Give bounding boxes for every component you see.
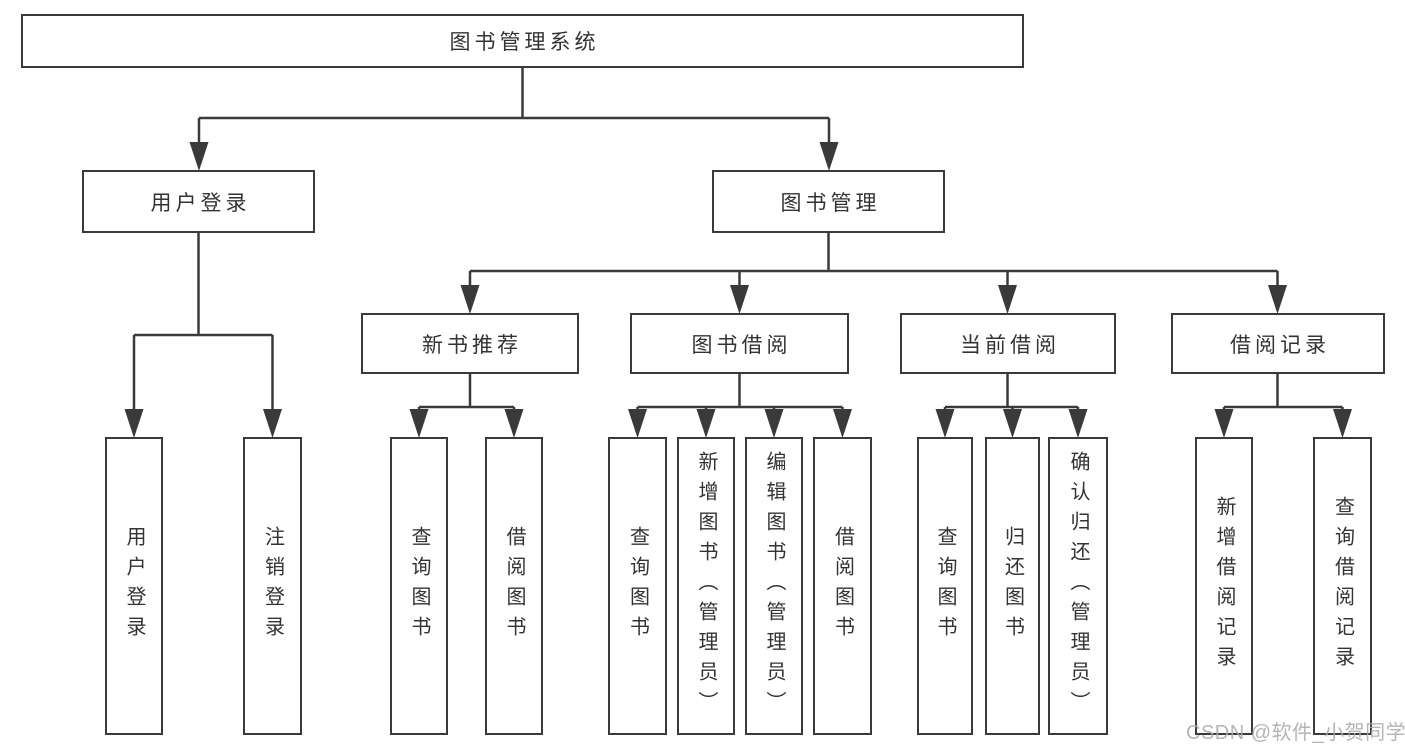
node-book-management: 图书管理 bbox=[712, 170, 945, 233]
node-book-management-label: 图书管理 bbox=[780, 191, 881, 215]
leaf-logout: 注销登录 bbox=[243, 437, 302, 735]
leaf-add-borrow-record: 新增借阅记录 bbox=[1195, 437, 1253, 735]
leaf-add-books-admin-label: 新增图书（管理员） bbox=[695, 451, 717, 721]
leaf-borrow-books: 借阅图书 bbox=[813, 437, 872, 735]
leaf-borrow-books-label: 借阅图书 bbox=[831, 526, 854, 646]
leaf-return-books-label: 归还图书 bbox=[1001, 526, 1024, 646]
leaf-query-borrow-record: 查询借阅记录 bbox=[1313, 437, 1372, 735]
node-borrow-records-label: 借阅记录 bbox=[1230, 333, 1330, 357]
leaf-add-borrow-record-label: 新增借阅记录 bbox=[1213, 496, 1235, 676]
node-book-borrow-label: 图书借阅 bbox=[691, 333, 792, 357]
csdn-watermark: CSDN @软件_小贺同学 bbox=[1186, 722, 1405, 744]
node-borrow-records: 借阅记录 bbox=[1171, 313, 1385, 374]
leaf-query-books-recommend-label: 查询图书 bbox=[408, 526, 430, 646]
node-new-book-recommend: 新书推荐 bbox=[361, 313, 579, 374]
leaf-query-books-borrow: 查询图书 bbox=[608, 437, 667, 735]
leaf-edit-books-admin: 编辑图书（管理员） bbox=[745, 437, 803, 735]
leaf-borrow-books-recommend: 借阅图书 bbox=[485, 437, 543, 735]
node-new-book-recommend-label: 新书推荐 bbox=[422, 333, 522, 357]
leaf-query-books-current-label: 查询图书 bbox=[934, 526, 956, 646]
arrowheads bbox=[124, 142, 1352, 438]
leaf-query-books-recommend: 查询图书 bbox=[390, 437, 448, 735]
node-current-borrow: 当前借阅 bbox=[900, 313, 1116, 374]
node-root-label: 图书管理系统 bbox=[449, 31, 600, 54]
node-user-login: 用户登录 bbox=[82, 170, 315, 233]
node-user-login-label: 用户登录 bbox=[150, 191, 251, 215]
node-current-borrow-label: 当前借阅 bbox=[960, 333, 1060, 357]
leaf-user-login: 用户登录 bbox=[105, 437, 163, 735]
leaf-query-books-current: 查询图书 bbox=[917, 437, 973, 735]
leaf-query-books-borrow-label: 查询图书 bbox=[626, 526, 649, 646]
leaf-return-books: 归还图书 bbox=[985, 437, 1040, 735]
leaf-confirm-return-admin-label: 确认归还（管理员） bbox=[1067, 451, 1089, 721]
leaf-user-login-label: 用户登录 bbox=[123, 526, 145, 646]
leaf-confirm-return-admin: 确认归还（管理员） bbox=[1048, 437, 1108, 735]
leaf-query-borrow-record-label: 查询借阅记录 bbox=[1331, 496, 1354, 676]
leaf-edit-books-admin-label: 编辑图书（管理员） bbox=[763, 451, 785, 721]
node-book-borrow: 图书借阅 bbox=[630, 313, 849, 374]
node-root-library-system: 图书管理系统 bbox=[21, 14, 1024, 68]
leaf-borrow-books-recommend-label: 借阅图书 bbox=[503, 526, 525, 646]
leaf-add-books-admin: 新增图书（管理员） bbox=[677, 437, 735, 735]
leaf-logout-label: 注销登录 bbox=[261, 526, 284, 646]
